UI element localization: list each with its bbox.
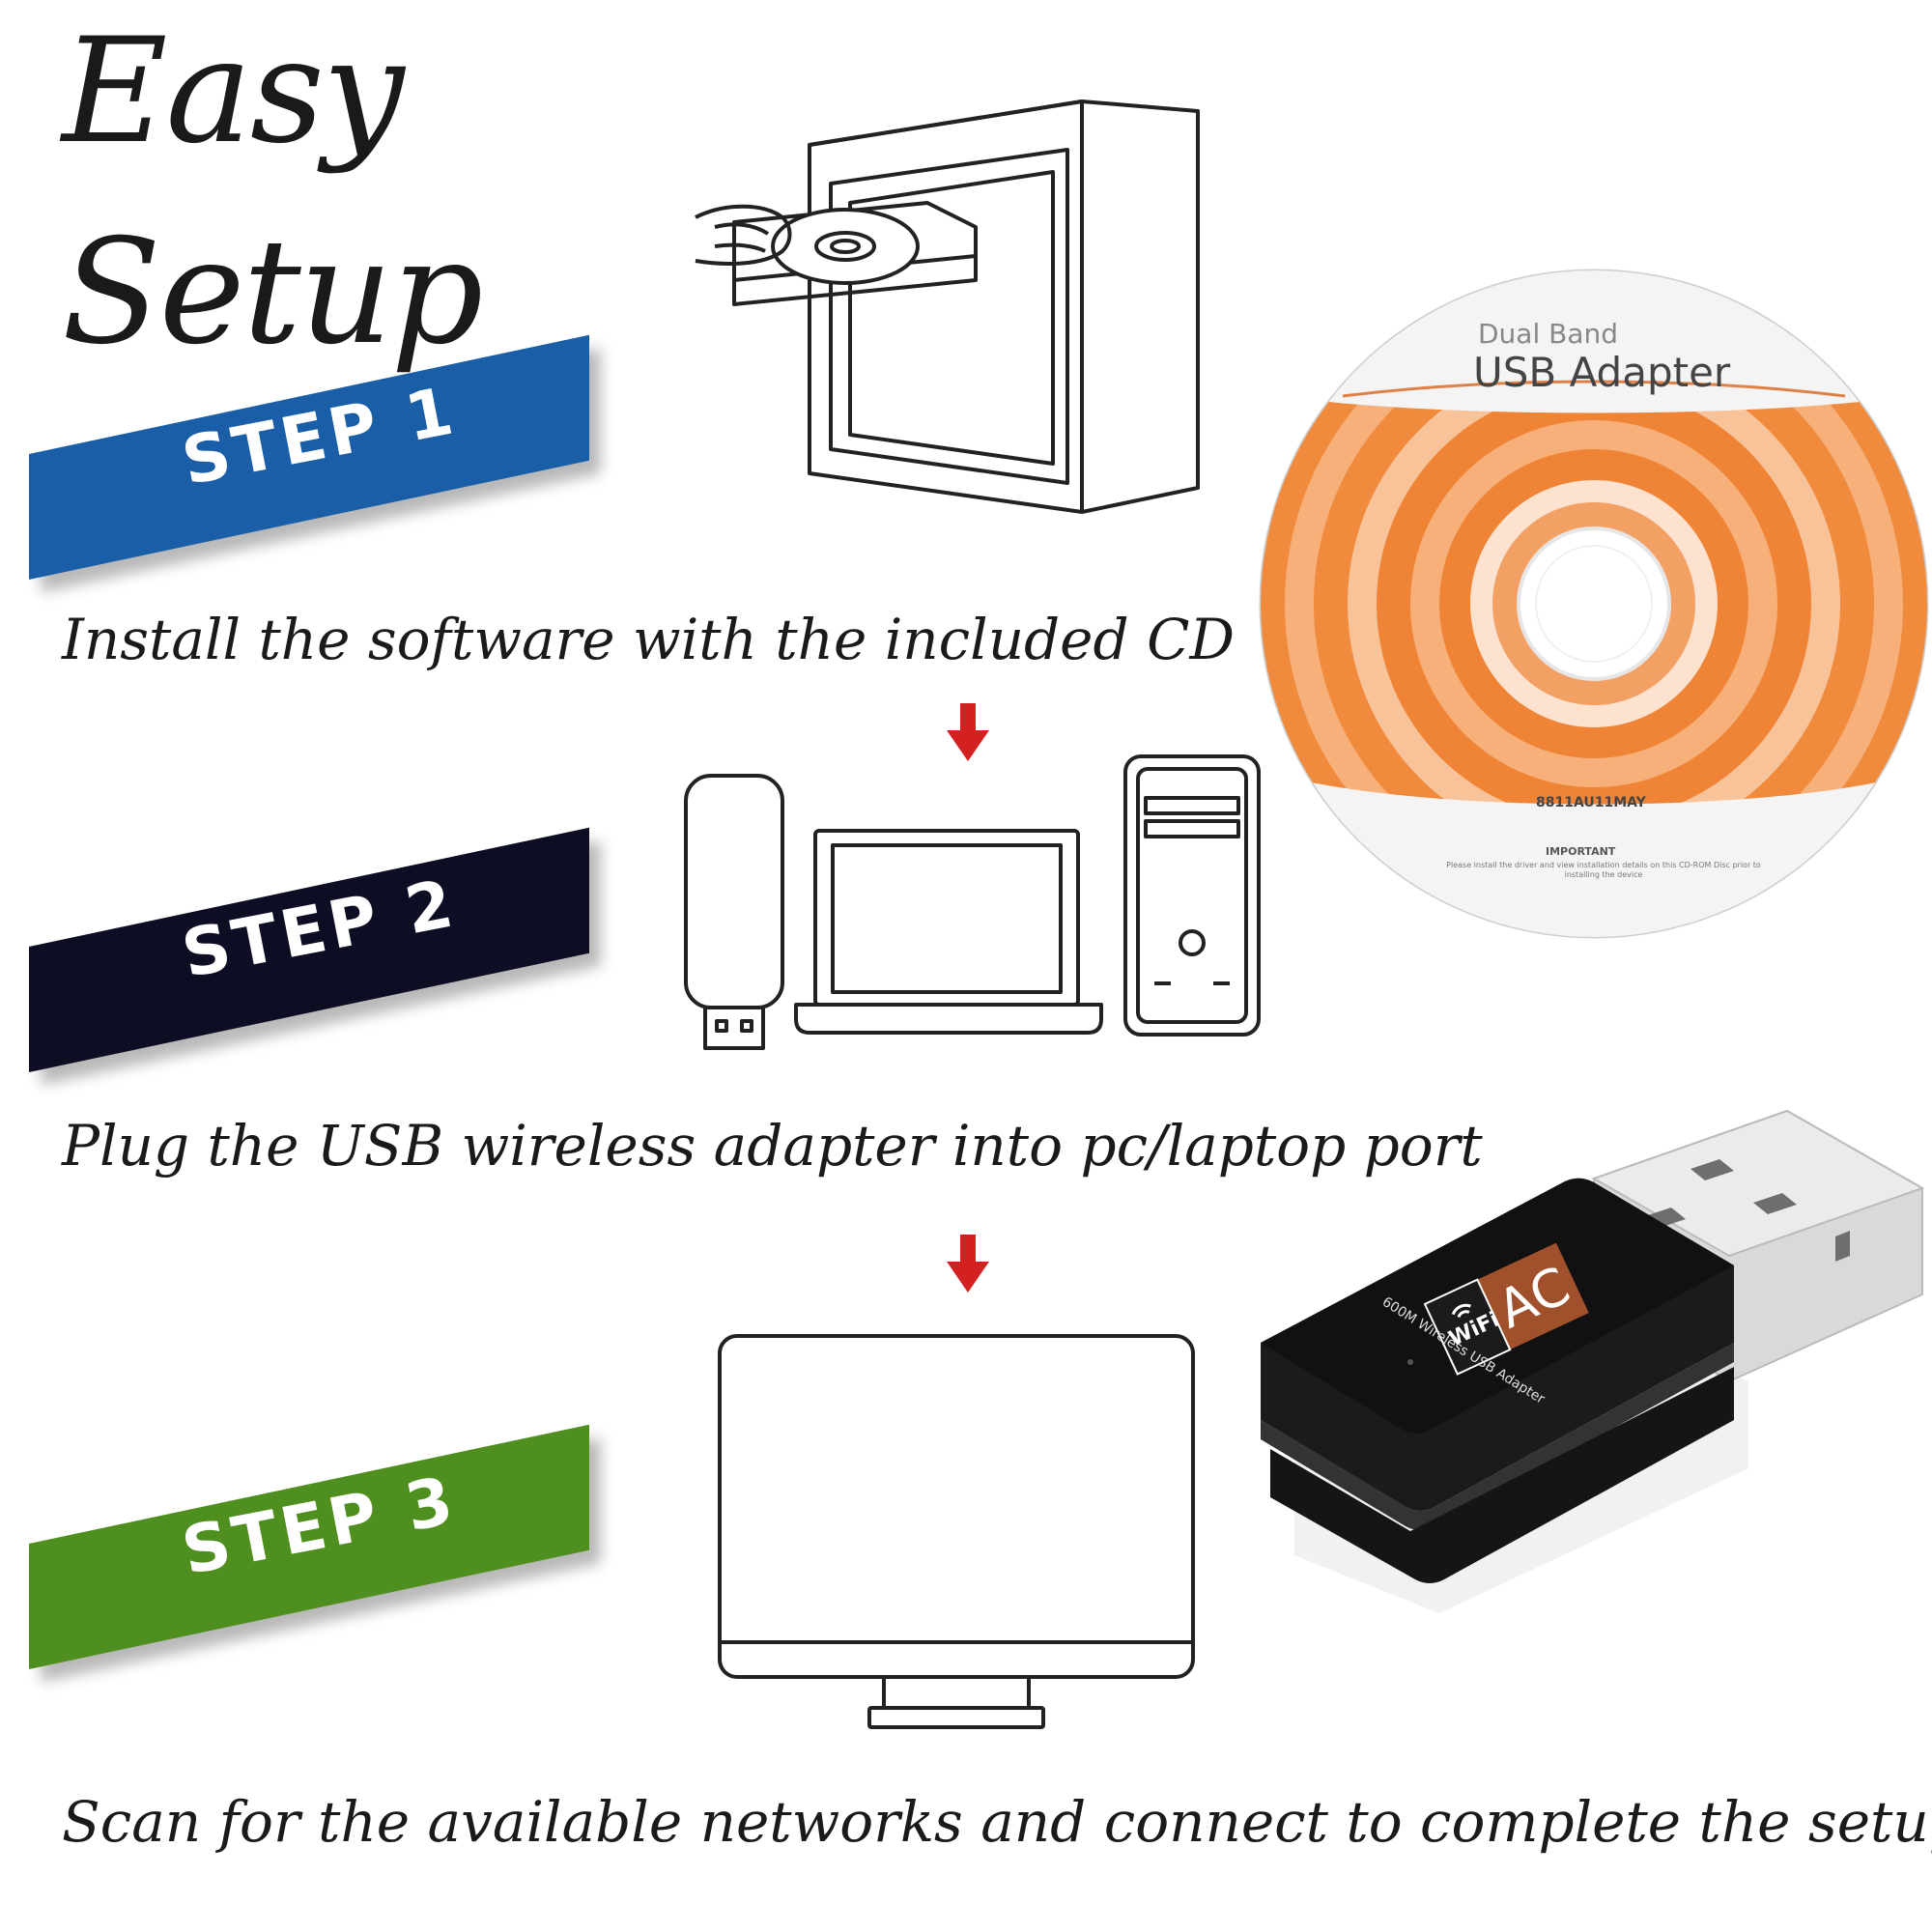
wifi-icon [1451, 1303, 1471, 1319]
title-easy: Easy [62, 8, 405, 176]
cd-line-1: Dual Band [1478, 318, 1618, 350]
down-arrow-icon [947, 1235, 989, 1293]
monitor-icon [718, 1334, 1195, 1729]
cd-important-text: Please install the driver and view insta… [1446, 861, 1761, 879]
desktop-tower-icon [1123, 754, 1261, 1037]
down-arrow-icon [947, 703, 989, 761]
usb-adapter-icon: WiFi AC 600M Wireless USB Adapter [1261, 1109, 1925, 1613]
cd-important-title: IMPORTANT [1546, 845, 1616, 858]
step-1-text: Install the software with the included C… [62, 607, 1235, 672]
step-3-text: Scan for the available networks and conn… [62, 1789, 1932, 1855]
title-setup: Setup [62, 209, 483, 377]
computer-tower-with-cd-tray-icon [695, 99, 1200, 514]
cd-line-2: USB Adapter [1473, 349, 1731, 396]
usb-dongle-icon [684, 774, 784, 1050]
cd-disc-icon: Dual Band USB Adapter 8811AU11MAY IMPORT… [1259, 269, 1929, 939]
step-2-text: Plug the USB wireless adapter into pc/la… [62, 1113, 1483, 1179]
cd-model: 8811AU11MAY [1536, 795, 1647, 810]
laptop-icon [794, 829, 1103, 1035]
